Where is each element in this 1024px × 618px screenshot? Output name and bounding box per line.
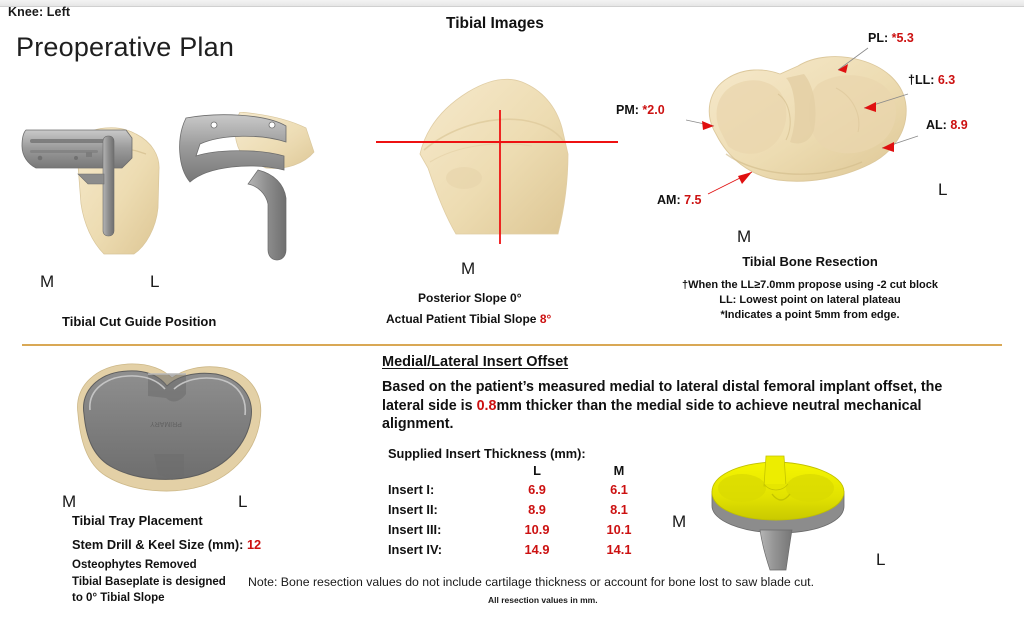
measurement-pl-prefix: * [891, 31, 897, 45]
column-header-medial: M [613, 463, 625, 478]
insert-1-lateral: 6.9 [528, 481, 546, 497]
section-divider [22, 344, 1002, 346]
measurement-pl-value: 5.3 [896, 31, 914, 45]
tibial-bone-resection-illustration [686, 42, 926, 217]
posterior-slope-text: Posterior Slope 0° [418, 291, 522, 305]
insert-marker-lateral: L [876, 550, 886, 569]
measurement-al-value: 8.9 [950, 118, 968, 132]
offset-value: 0.8 [476, 397, 497, 414]
insert-offset-description: Based on the patient’s measured medial t… [382, 378, 974, 434]
resection-marker-medial: M [737, 227, 752, 246]
resection-marker-lateral: L [938, 180, 948, 199]
insert-3-lateral: 10.9 [524, 521, 550, 537]
column-header-blank [388, 463, 496, 479]
tibial-insert-implant-illustration [704, 452, 854, 572]
resection-note: Note: Bone resection values do not inclu… [248, 575, 814, 589]
resection-footnote-1: †When the LL≥7.0mm propose using -2 cut … [681, 279, 938, 291]
insert-3-medial: 10.1 [606, 521, 632, 537]
baseplate-text-line2: to 0° Tibial Slope [72, 592, 165, 604]
stem-drill-value: 12 [246, 537, 262, 552]
actual-slope-value: 8° [539, 312, 552, 326]
osteophytes-removed-text: Osteophytes Removed [72, 559, 197, 571]
insert-2-medial: 8.1 [610, 501, 628, 517]
insert-4-medial: 14.1 [606, 541, 632, 557]
actual-tibial-slope-text: Actual Patient Tibial Slope 8° [386, 312, 551, 326]
measurement-pl: PL: *5.3 [868, 31, 914, 45]
table-row: Insert IV: 14.9 14.1 [388, 539, 660, 559]
table-header-row: L M [388, 463, 660, 479]
insert-2-lateral: 8.9 [528, 501, 546, 517]
knee-side-label: Knee: Left [8, 5, 71, 19]
table-row: Insert III: 10.9 10.1 [388, 519, 660, 539]
offset-body-part1: Based on the patient’s measured medial t… [382, 379, 943, 414]
insert-4-lateral: 14.9 [524, 541, 550, 557]
tibial-tray-placement-caption: Tibial Tray Placement [72, 513, 203, 528]
slope-marker-medial: M [461, 259, 476, 278]
tray-marker-lateral: L [238, 492, 248, 511]
insert-thickness-table: L M Insert I: 6.9 6.1 Insert II: 8.9 8.1… [388, 463, 660, 559]
medial-lateral-insert-offset-title: Medial/Lateral Insert Offset [382, 354, 569, 370]
insert-3-label: Insert III: [388, 521, 442, 537]
window-chrome-strip [0, 0, 1024, 7]
measurement-pm-prefix: * [642, 103, 648, 117]
tibial-images-title: Tibial Images [446, 15, 544, 32]
units-note: All resection values in mm. [488, 595, 598, 605]
insert-1-label: Insert I: [388, 481, 435, 497]
insert-marker-medial: M [672, 512, 687, 531]
resection-footnote-2: LL: Lowest point on lateral plateau [719, 294, 901, 306]
measurement-am: AM: 7.5 [657, 193, 702, 207]
page-title: Preoperative Plan [16, 32, 235, 62]
insert-2-label: Insert II: [388, 501, 438, 517]
measurement-al: AL: 8.9 [926, 118, 968, 132]
tibial-cut-guide-caption: Tibial Cut Guide Position [62, 314, 217, 329]
measurement-ll-value: 6.3 [937, 73, 956, 87]
supplied-insert-thickness-title: Supplied Insert Thickness (mm): [388, 446, 586, 461]
measurement-am-value: 7.5 [684, 193, 702, 207]
resection-footnote-3: *Indicates a point 5mm from edge. [720, 309, 900, 321]
measurement-pm: PM: *2.0 [616, 103, 665, 117]
tibial-tray-placement-illustration: PRIMARY [62, 358, 272, 494]
cut-guide-marker-medial: M [40, 272, 55, 291]
table-row: Insert I: 6.9 6.1 [388, 479, 660, 499]
tibial-cut-guide-illustration [18, 112, 318, 262]
table-row: Insert II: 8.9 8.1 [388, 499, 660, 519]
actual-slope-label: Actual Patient Tibial Slope [386, 312, 540, 326]
cut-guide-marker-lateral: L [150, 272, 160, 291]
measurement-ll: †LL: 6.3 [908, 73, 956, 87]
offset-body-part2: mm thicker than the medial side to achie… [382, 397, 922, 433]
stem-drill-label: Stem Drill & Keel Size (mm): [72, 537, 247, 552]
svg-text:PRIMARY: PRIMARY [150, 420, 182, 427]
tray-marker-medial: M [62, 492, 77, 511]
insert-4-label: Insert IV: [388, 541, 443, 557]
stem-drill-keel-size: Stem Drill & Keel Size (mm): 12 [72, 537, 261, 552]
insert-1-medial: 6.1 [610, 481, 628, 497]
baseplate-text-line1: Tibial Baseplate is designed [72, 576, 226, 588]
tibial-bone-resection-caption: Tibial Bone Resection [742, 254, 878, 269]
measurement-pm-value: 2.0 [647, 103, 665, 117]
column-header-lateral: L [533, 463, 541, 478]
tibial-slope-illustration [372, 50, 622, 250]
